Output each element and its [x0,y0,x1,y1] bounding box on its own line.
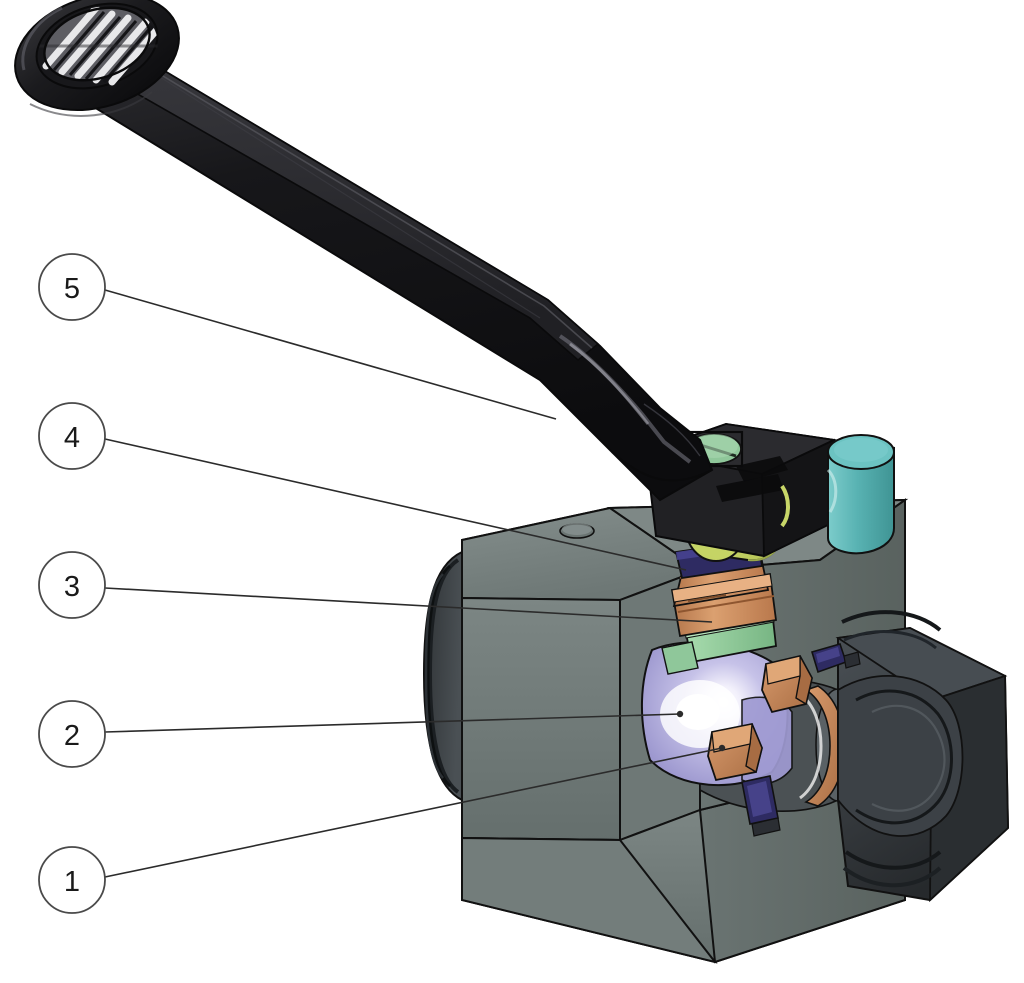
leader-line-2 [104,713,681,733]
port-fitting-left [422,550,463,802]
leader-line-3 [104,587,713,623]
leader-line-4 [104,438,687,571]
open-close-marking-1 [736,456,788,482]
ball-seat-upper [761,654,813,714]
leader-lines [104,289,723,878]
leader-terminators [676,710,726,752]
open-close-marking-2 [716,474,784,502]
retaining-pin-lower [741,775,781,837]
leader-dot-1 [718,744,726,752]
leader-dot-2 [676,710,684,718]
callout-balloon-4[interactable]: 4 [38,402,106,470]
stop-pin [826,434,895,555]
leader-line-5 [104,289,557,420]
callout-number-4: 4 [64,422,80,454]
callout-number-2: 2 [64,720,80,752]
lever-handle [14,0,714,502]
callout-balloon-2[interactable]: 2 [38,700,106,768]
callout-balloon-1[interactable]: 1 [38,846,106,914]
callout-number-3: 3 [64,571,80,603]
handle-grip-eyelet [14,0,180,117]
handle-boss [642,422,840,558]
callout-number-5: 5 [64,273,80,305]
retaining-pin-upper [811,643,861,674]
callout-balloon-3[interactable]: 3 [38,551,106,619]
callout-balloon-5[interactable]: 5 [38,253,106,321]
callout-number-1: 1 [64,866,80,898]
port-fitting-right [835,610,1010,903]
ball-seat-lower [707,722,763,782]
leader-line-1 [104,747,723,878]
